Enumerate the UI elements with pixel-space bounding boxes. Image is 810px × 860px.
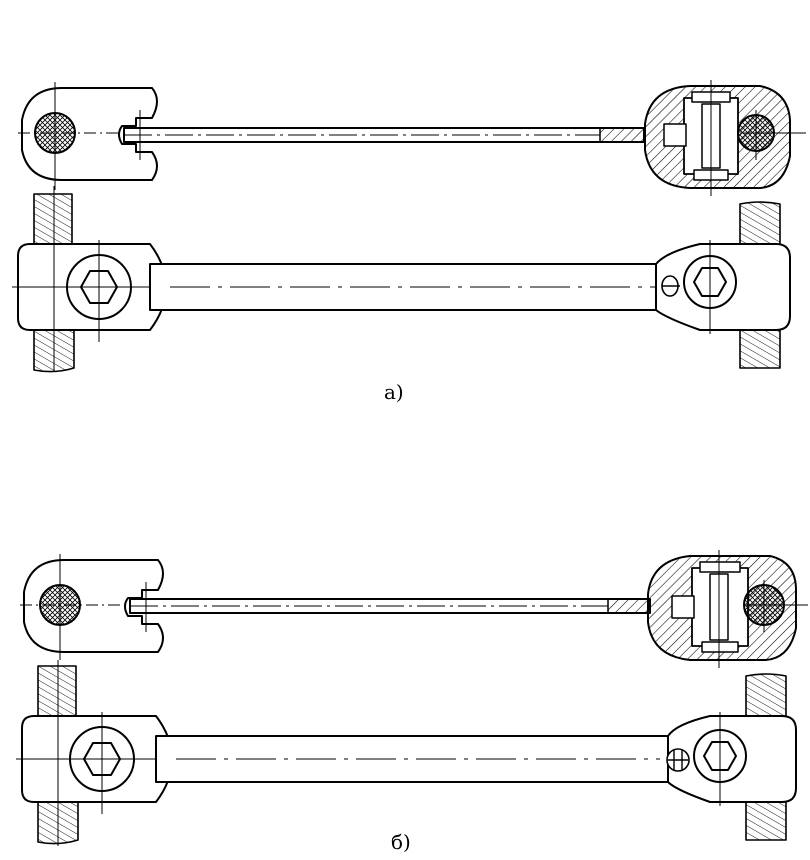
fig-a-wood-left-top bbox=[33, 193, 73, 245]
fig-a-wood-right-bottom bbox=[739, 329, 781, 369]
fig-a-plan bbox=[12, 186, 791, 373]
fig-b-wood-right-top bbox=[745, 673, 787, 717]
fig-a-section bbox=[18, 80, 806, 196]
fig-a-wood-right-top bbox=[739, 201, 781, 245]
caption-b: б) bbox=[391, 830, 411, 854]
fig-b-plan bbox=[16, 660, 797, 846]
fig-b-wood-left-top bbox=[37, 665, 77, 717]
caption-a: а) bbox=[384, 380, 404, 404]
fig-a-left-clamp bbox=[21, 87, 158, 181]
fig-b-section bbox=[20, 550, 808, 668]
fig-b-wood-right-bottom bbox=[745, 801, 787, 841]
fig-b-left-clamp bbox=[23, 559, 164, 653]
